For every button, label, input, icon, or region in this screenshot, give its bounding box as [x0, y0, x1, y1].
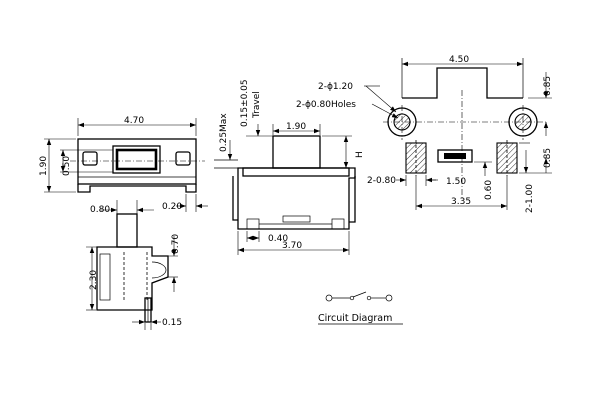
dim-pcb-pad-width: 2-0.80	[367, 176, 396, 186]
pcb-hole-left-outer	[387, 107, 417, 137]
pcb-pad-center-fill	[444, 153, 466, 159]
pcb-hole-right-outer	[508, 107, 538, 137]
pcb-top-outline	[402, 67, 523, 99]
dim-mid-length: 3.70	[282, 241, 302, 251]
mid-pin-right	[331, 218, 345, 230]
dim-pcb-pad-spacing: 3.35	[451, 197, 471, 207]
side-inner-left	[99, 253, 111, 301]
dim-pcb-pad-height: 2-1.00	[525, 184, 535, 213]
front-feet	[77, 184, 197, 193]
label-pcb-hole-large: 2-ϕ1.20	[318, 82, 353, 92]
circuit-terminal-left	[325, 294, 333, 302]
dim-mid-travel: 0.15±0.05	[240, 79, 250, 127]
mid-view: 0.25Max 0.15±0.05 Travel 1.90 H 0.40 3.7…	[214, 79, 365, 255]
mid-pin-left	[246, 218, 260, 230]
dim-front-width: 4.70	[124, 116, 144, 126]
side-actuator	[116, 213, 138, 248]
dim-side-actuator-width: 0.80	[90, 205, 110, 215]
side-view: 0.80 0.70 2.30 0.15	[86, 200, 182, 330]
circuit-switch-lever	[352, 291, 367, 298]
mid-terminal-right	[349, 176, 356, 223]
dim-side-lead: 0.15	[162, 318, 182, 328]
label-mid-h: H	[355, 151, 365, 158]
dim-mid-button-width: 1.90	[286, 122, 306, 132]
dim-pcb-pad-offset: 0.60	[484, 180, 494, 200]
label-pcb-hole-small: 2-ϕ0.80Holes	[296, 100, 356, 110]
front-body	[77, 138, 197, 185]
side-body	[96, 246, 169, 311]
side-bump	[151, 261, 167, 279]
dim-side-height: 2.30	[89, 270, 99, 290]
front-view: 4.70 1.90 0.50 0.20	[39, 116, 208, 212]
pcb-pad-center	[437, 149, 473, 163]
mid-top-plate	[242, 167, 350, 177]
label-mid-travel: Travel	[252, 91, 262, 119]
circuit-terminal-right	[385, 294, 393, 302]
front-actuator	[115, 148, 158, 171]
front-tab-left	[82, 151, 98, 166]
dim-mid-gap: 0.40	[268, 234, 288, 244]
dim-mid-max: 0.25Max	[219, 113, 229, 152]
front-tab-right	[175, 151, 191, 166]
pcb-layout: 4.50 2-ϕ1.20 2-ϕ0.80Holes 0.85 0.85	[296, 55, 553, 213]
front-actuator-outer	[112, 145, 161, 174]
pcb-hole-right-inner	[514, 113, 532, 131]
dim-front-actuator-height: 0.50	[62, 156, 72, 176]
dim-pcb-width: 4.50	[449, 55, 469, 65]
dim-front-foot: 0.20	[162, 202, 182, 212]
mid-slot	[282, 215, 311, 223]
pcb-hole-left-inner	[393, 113, 411, 131]
circuit-caption: Circuit Diagram	[318, 313, 392, 324]
circuit-diagram: Circuit Diagram	[318, 291, 403, 325]
dim-side-top: 0.70	[171, 234, 181, 254]
mid-terminal-left	[232, 176, 238, 221]
dim-pcb-bottom-offset: 0.85	[543, 148, 553, 168]
dim-front-height: 1.90	[39, 156, 49, 176]
mid-body	[237, 167, 356, 230]
dim-pcb-pad-gap: 1.50	[446, 177, 466, 187]
mid-button	[272, 135, 321, 169]
dim-pcb-top-offset: 0.85	[543, 76, 553, 96]
